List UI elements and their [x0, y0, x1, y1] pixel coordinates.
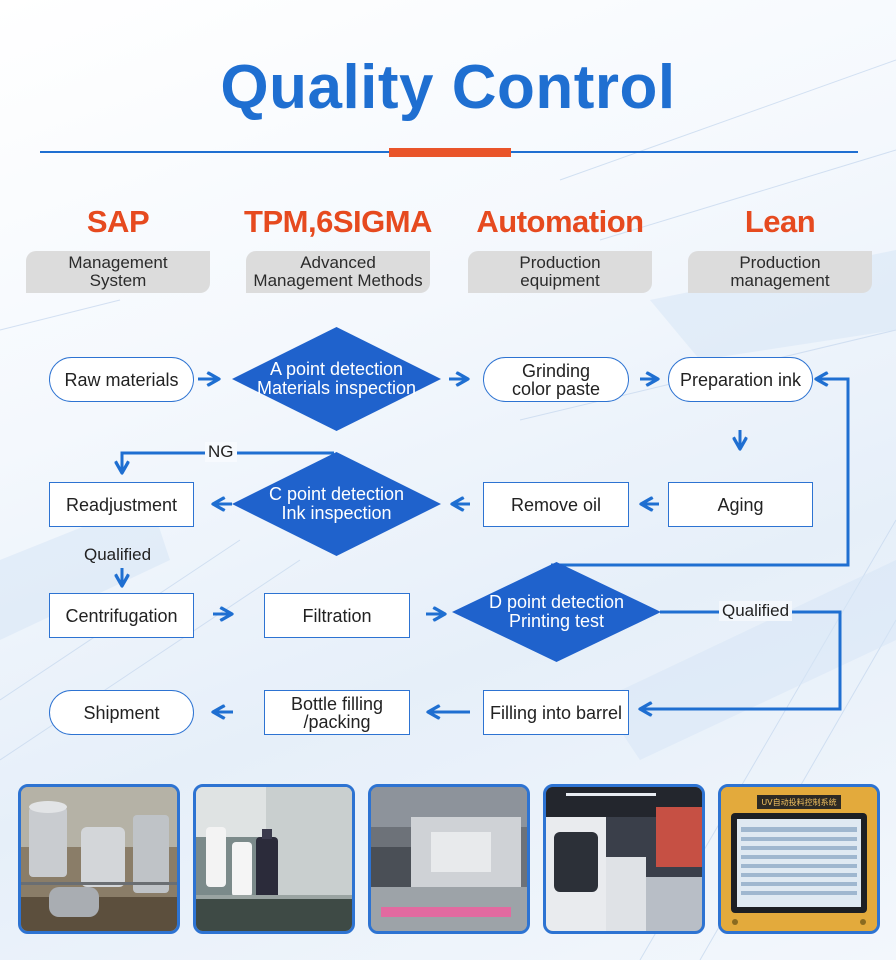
photo-control-screen: UV自动投料控制系统 [718, 784, 880, 934]
pillar-title-tpm: TPM,6SIGMA [244, 204, 432, 239]
pillar-title-lean: Lean [744, 204, 816, 239]
diamond-a-point-label: A point detection Materials inspection [256, 359, 417, 398]
pillar-subtitle-automation: Production equipment [468, 251, 652, 293]
diamond-c-point-label: C point detection Ink inspection [268, 484, 405, 523]
node-aging: Aging [668, 482, 813, 527]
photo-packing-machine [368, 784, 530, 934]
page-title: Quality Control [220, 53, 676, 122]
node-filling-barrel: Filling into barrel [483, 690, 629, 735]
title-underline-accent [389, 148, 511, 157]
node-grinding: Grinding color paste [483, 357, 629, 402]
node-shipment: Shipment [49, 690, 194, 735]
pillar-title-sap: SAP [86, 204, 150, 239]
photo-mixing-tanks [18, 784, 180, 934]
pillar-subtitle-lean: Production management [688, 251, 872, 293]
pillar-title-automation: Automation [476, 204, 644, 239]
pillar-subtitle-tpm: Advanced Management Methods [246, 251, 430, 293]
pillar-subtitle-sap: Management System [26, 251, 210, 293]
diamond-d-point-label: D point detection Printing test [488, 592, 625, 631]
control-screen-title: UV自动投料控制系统 [761, 797, 837, 807]
label-qualified-d: Qualified [719, 601, 793, 621]
diamond-c-point [232, 452, 441, 556]
photo-factory-floor [543, 784, 705, 934]
diamond-a-point [232, 327, 441, 431]
diamond-d-point [452, 562, 661, 662]
node-centrifugation: Centrifugation [49, 593, 194, 638]
photo-bottle-filling [193, 784, 355, 934]
node-bottle-filling: Bottle filling /packing [264, 690, 410, 735]
label-qualified-readjust: Qualified [84, 545, 152, 564]
node-filtration: Filtration [264, 593, 410, 638]
node-preparation-ink: Preparation ink [668, 357, 813, 402]
label-ng: NG [205, 442, 237, 462]
node-readjustment: Readjustment [49, 482, 194, 527]
node-raw-materials: Raw materials [49, 357, 194, 402]
node-remove-oil: Remove oil [483, 482, 629, 527]
